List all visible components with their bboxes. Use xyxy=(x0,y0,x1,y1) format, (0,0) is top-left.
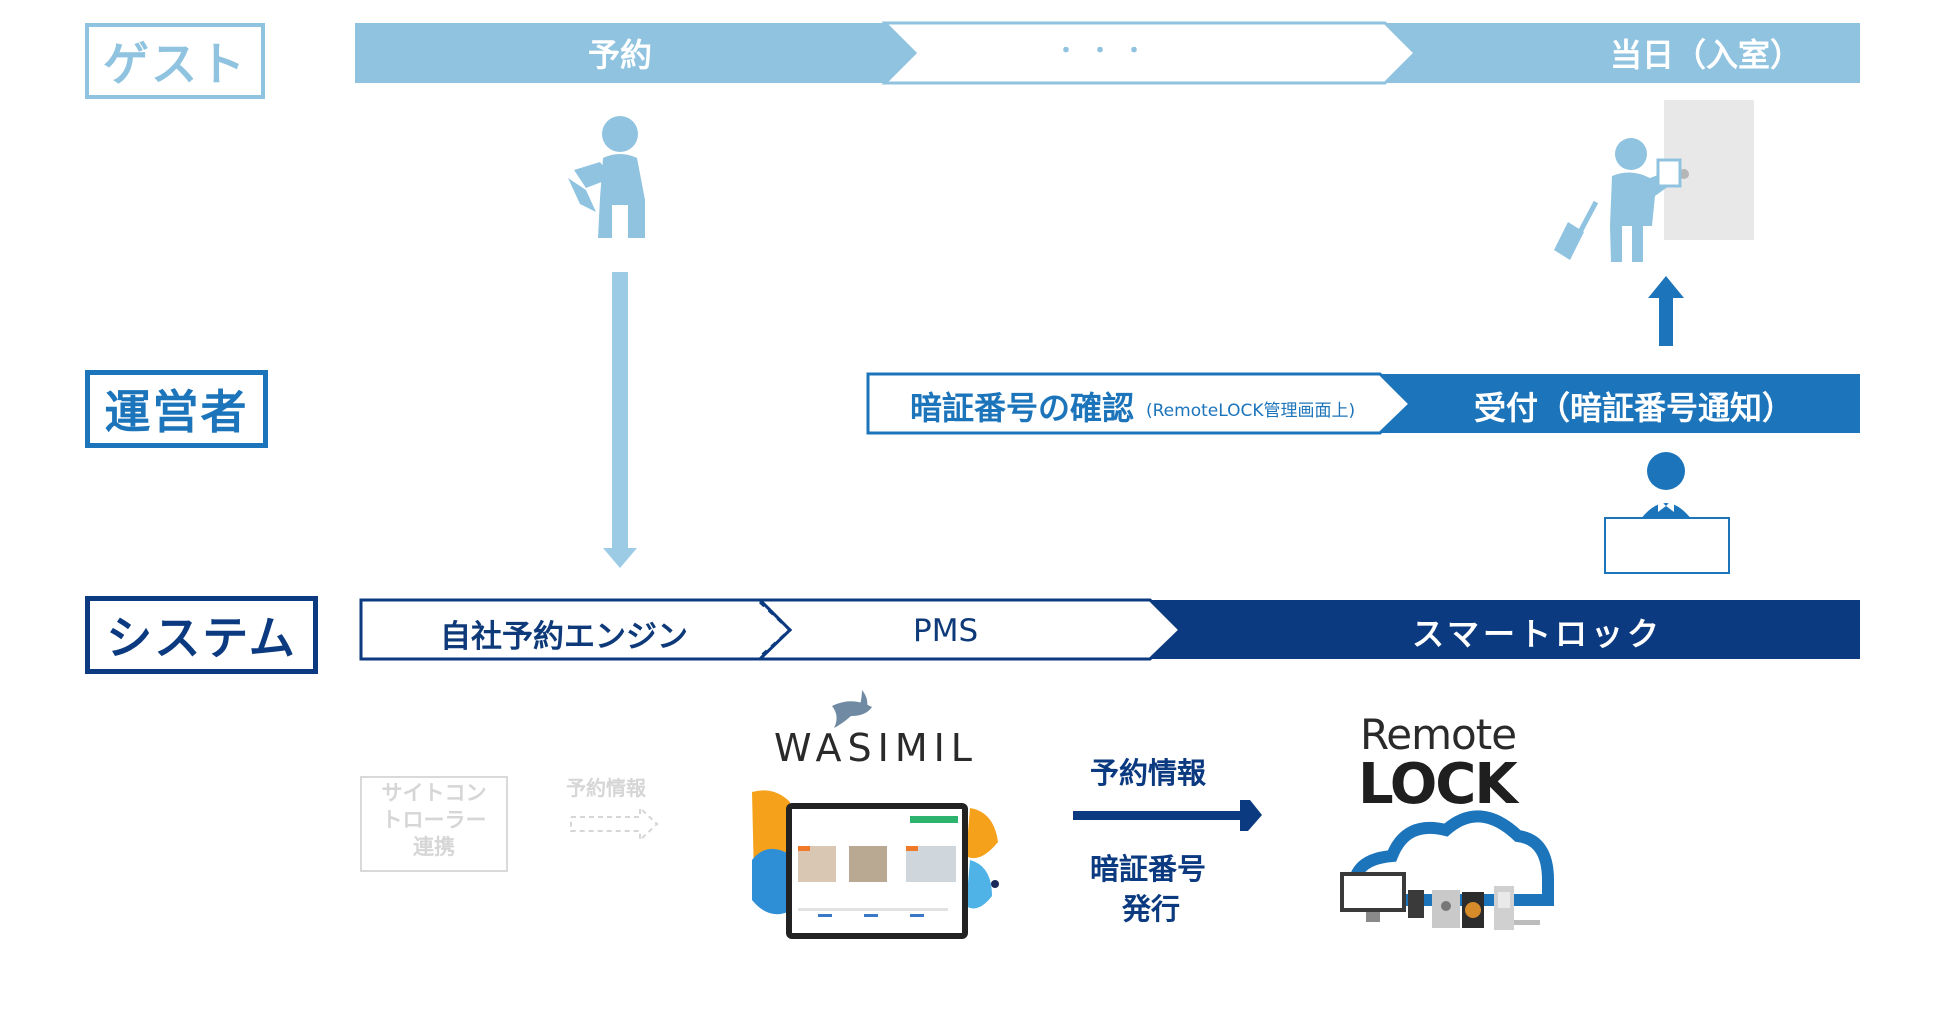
transfer-label-reservation: 予約情報 xyxy=(1090,756,1207,790)
tablet-screenshot-icon xyxy=(752,790,999,939)
transfer-label-pin: 暗証番号 xyxy=(1090,852,1207,886)
operator-step2-label: 受付（暗証番号通知） xyxy=(1474,389,1795,427)
operator-step1-main-label: 暗証番号の確認 xyxy=(910,389,1135,427)
guest-step3-chevron xyxy=(1385,23,1860,83)
receptionist-icon xyxy=(1604,452,1730,574)
site-controller-label: サイトコン トローラー 連携 xyxy=(381,781,487,859)
role-guest-label: ゲスト xyxy=(103,37,247,91)
role-operator: 運営者 xyxy=(85,370,268,448)
operator-step1-sub-label: (RemoteLOCK管理画面上) xyxy=(1146,401,1356,421)
person-luggage-icon xyxy=(1554,138,1682,262)
wasimil-bird-icon xyxy=(832,690,872,728)
system-step1-label: 自社予約エンジン xyxy=(440,619,688,655)
operator-flow-bar xyxy=(866,372,1860,435)
guest-step2-label: ・・・ xyxy=(1055,39,1158,64)
transfer-arrow xyxy=(1073,800,1262,831)
transfer-label-issue: 発行 xyxy=(1122,892,1181,926)
guest-flow-bar xyxy=(355,21,1860,85)
down-arrow xyxy=(603,272,637,568)
guest-step3-label: 当日（入室） xyxy=(1610,36,1803,74)
wasimil-logo: WASIMIL xyxy=(774,726,978,770)
site-controller-box xyxy=(360,776,508,872)
role-system-label: システム xyxy=(106,611,297,665)
guest-step1-chevron xyxy=(355,23,915,83)
remotelock-logo-line2: LOCK xyxy=(1358,752,1518,817)
role-operator-label: 運営者 xyxy=(104,385,249,439)
system-dashed-separator xyxy=(758,600,793,659)
role-guest: ゲスト xyxy=(85,23,265,99)
system-flow-bar xyxy=(359,598,1860,661)
faded-dashed-arrow xyxy=(570,805,659,843)
operator-step2-chevron xyxy=(1380,374,1860,433)
remotelock-logo-line1: Remote xyxy=(1360,710,1517,759)
guest-step1-label: 予約 xyxy=(588,36,653,74)
role-system: システム xyxy=(85,596,318,674)
cloud-devices-icon xyxy=(1340,810,1554,930)
system-step2-label: PMS xyxy=(913,613,979,649)
up-arrow xyxy=(1648,276,1684,346)
system-step3-label: スマートロック xyxy=(1412,615,1664,653)
person-phone-icon xyxy=(568,116,645,238)
faded-reservation-info-label: 予約情報 xyxy=(566,776,646,800)
system-step3-chevron xyxy=(1150,600,1860,659)
